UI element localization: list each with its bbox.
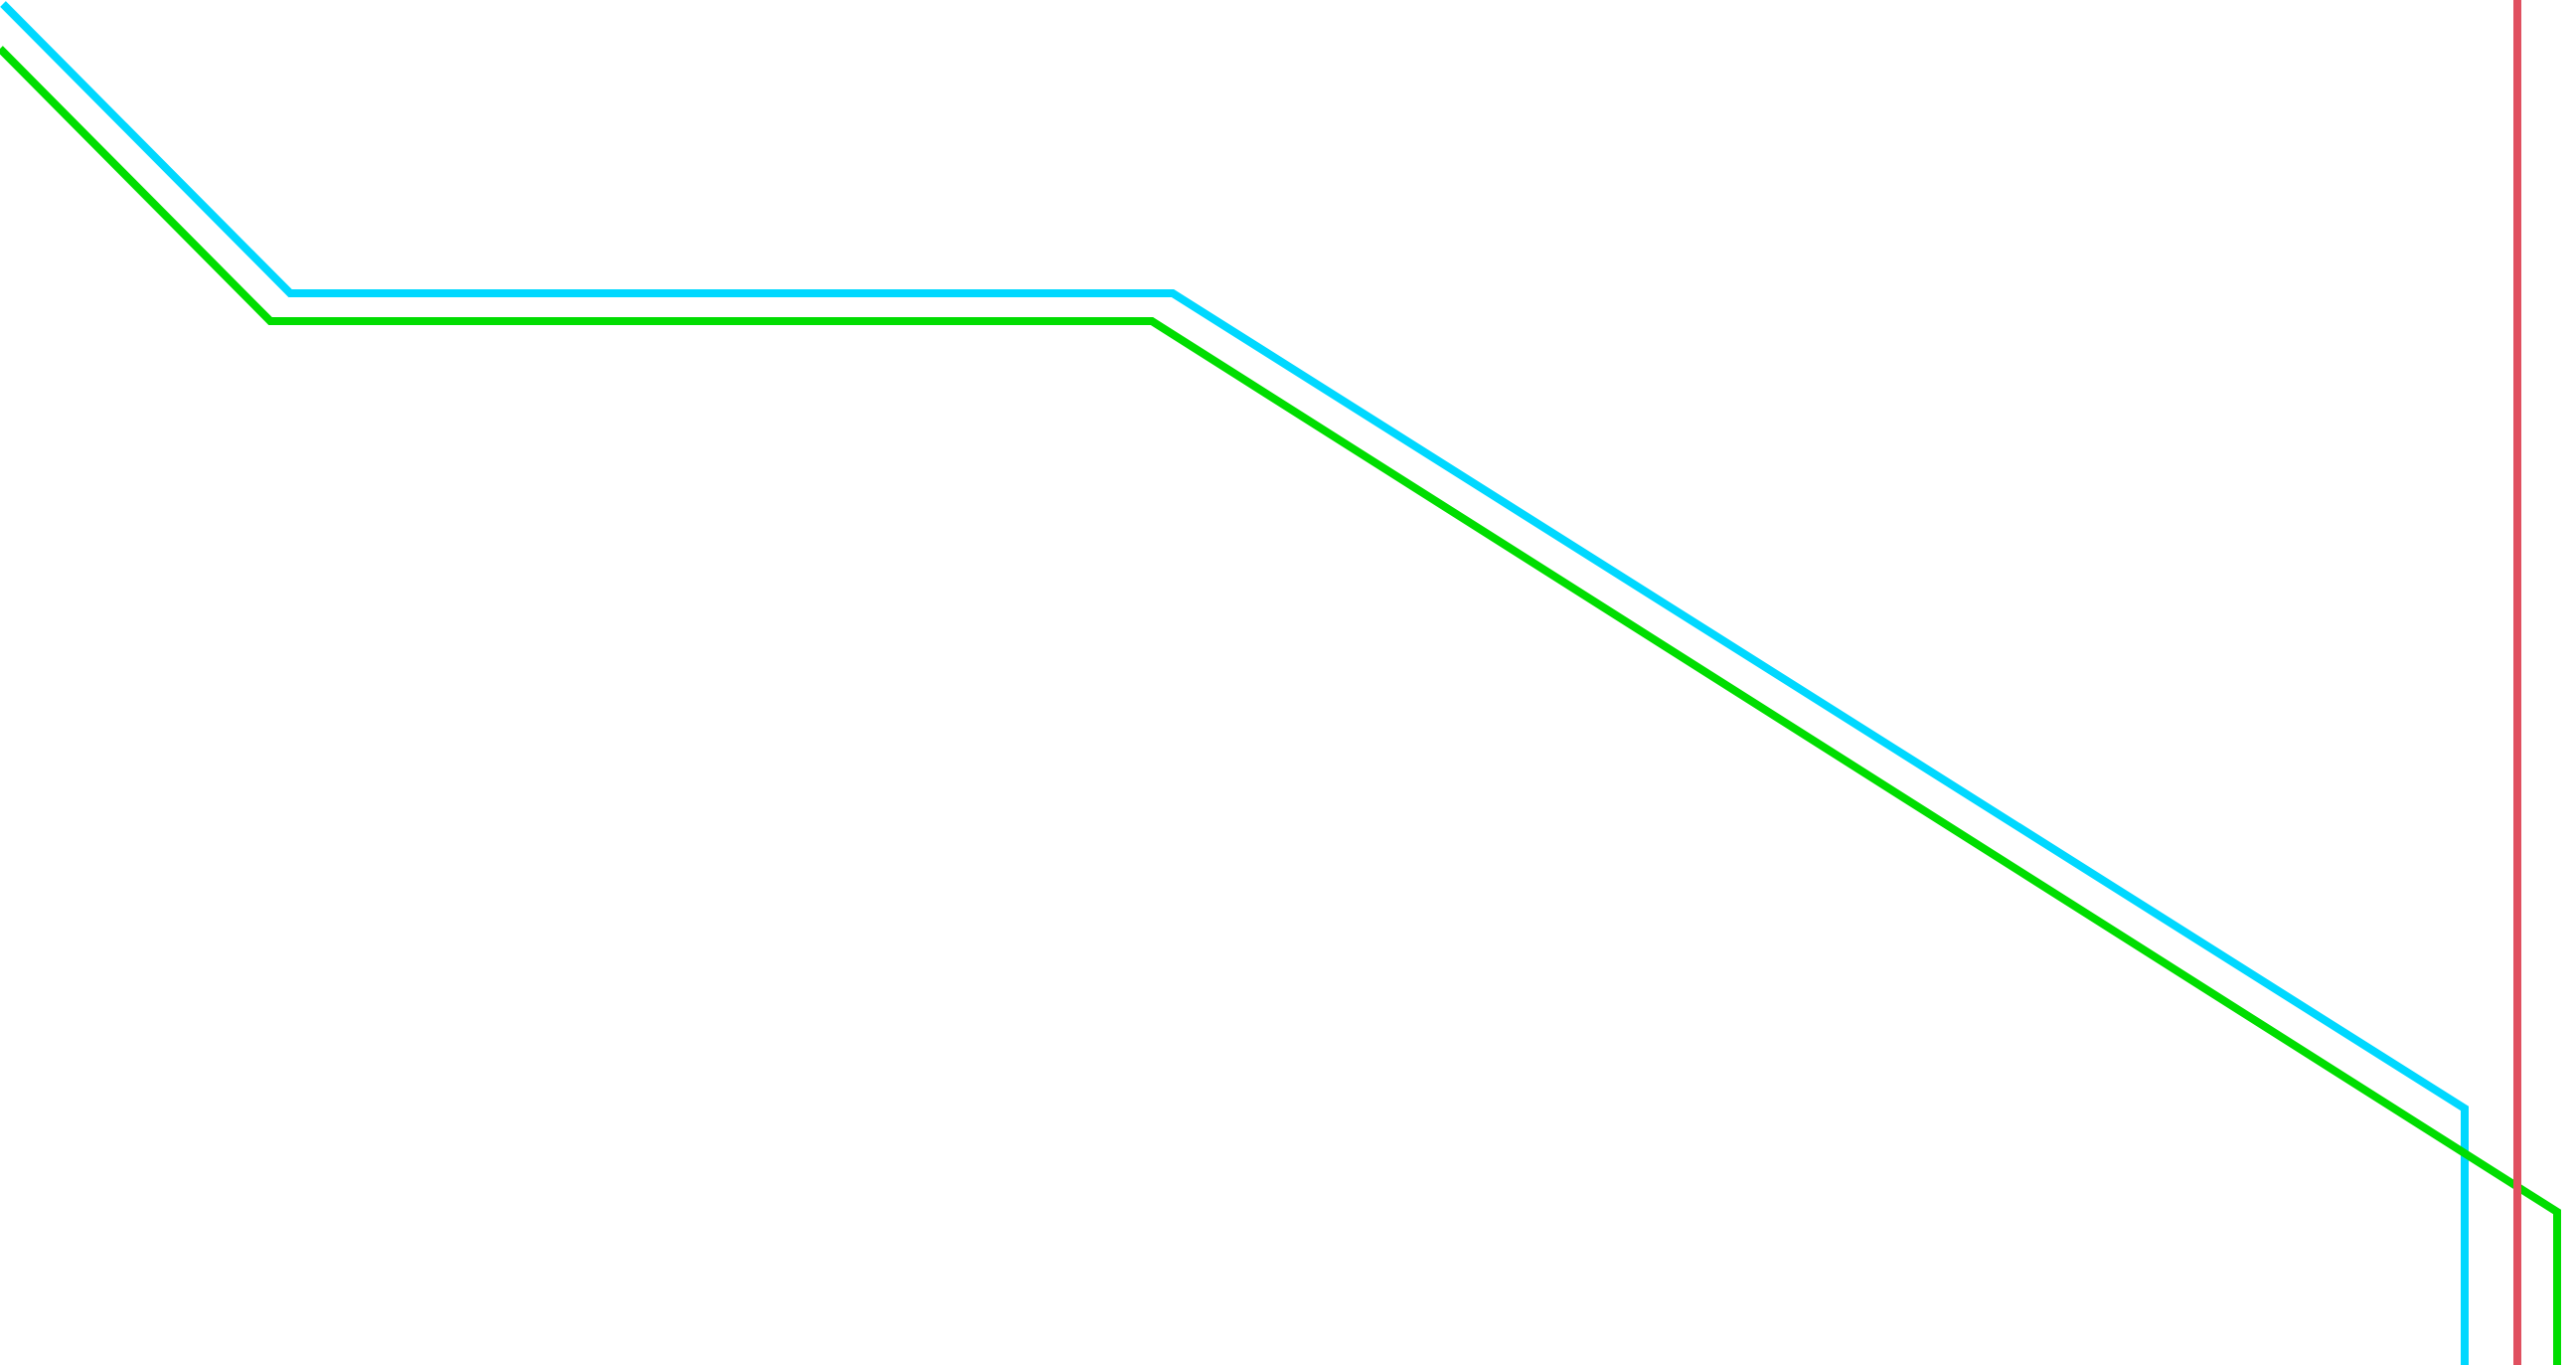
cyan-route-line (0, 1, 2469, 1365)
green-route-line (0, 46, 2561, 1365)
